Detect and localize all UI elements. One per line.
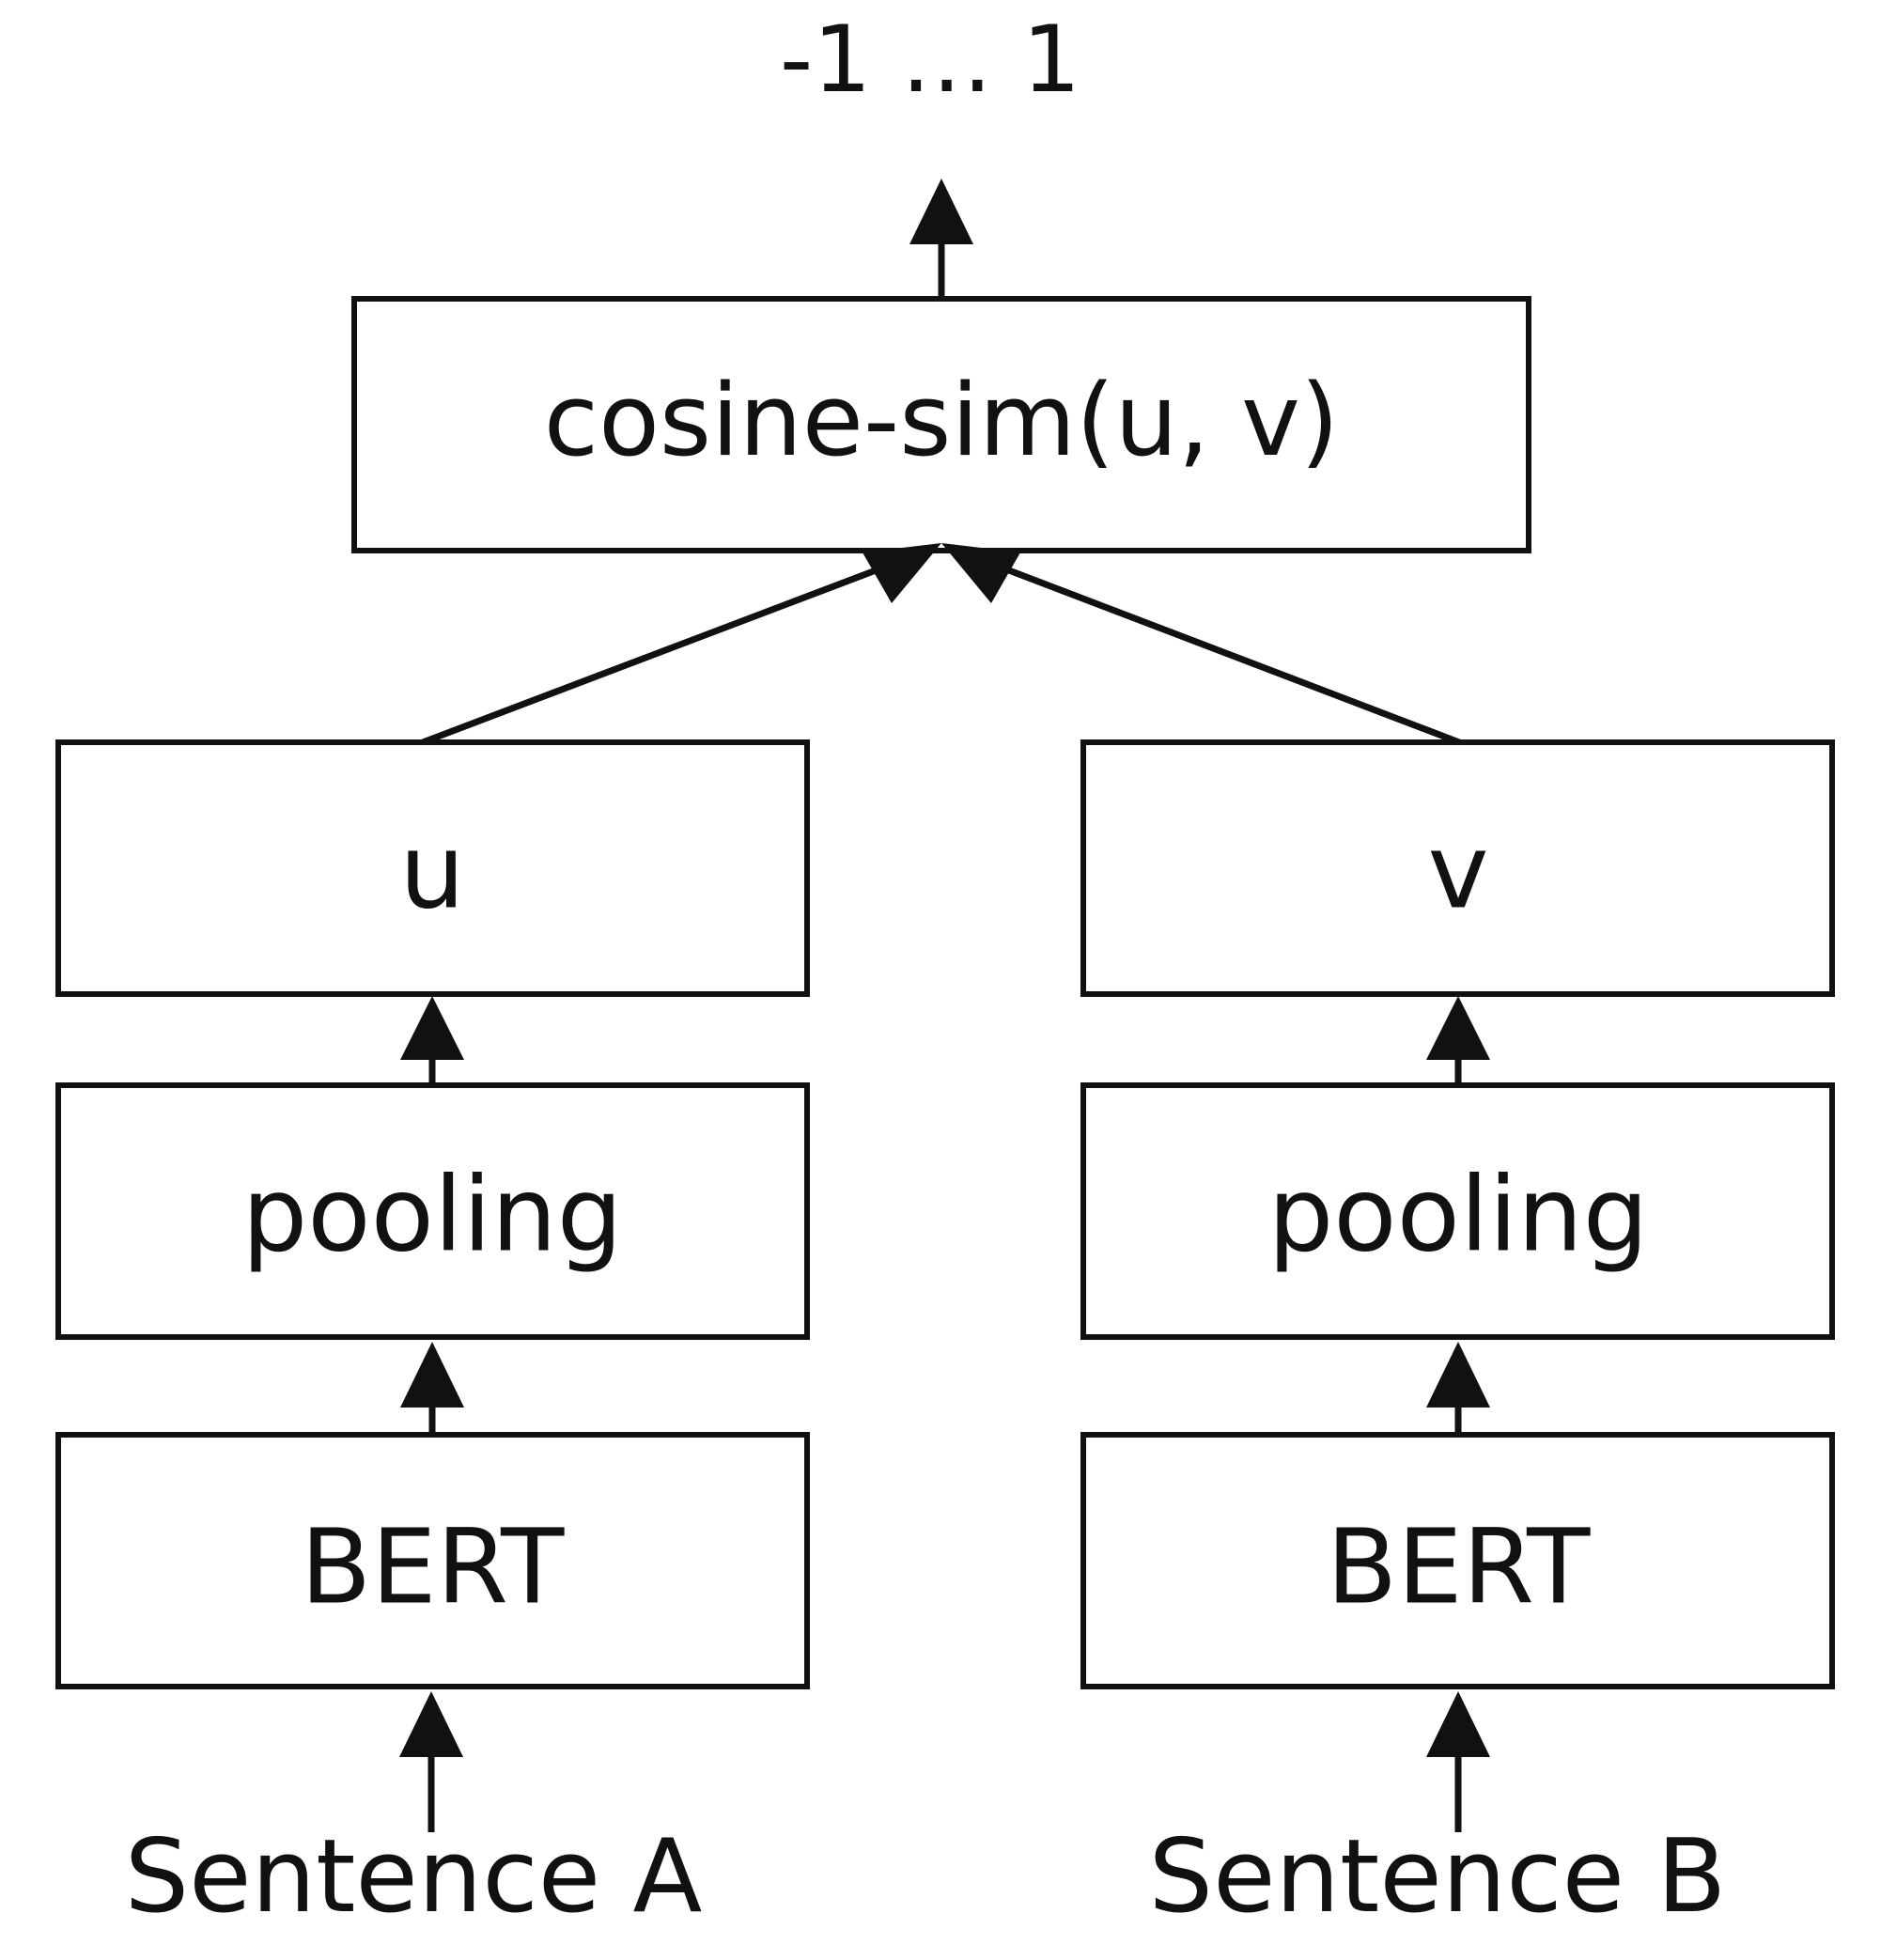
cosine-sim-label: cosine-sim(u, v) [544, 363, 1339, 478]
left-pooling-to-u-arrow-head [400, 996, 464, 1060]
right-pooling-to-v-arrow-head [1426, 996, 1490, 1060]
v-to-cosine-arrow-head [941, 543, 1020, 603]
left-bert-label: BERT [301, 1506, 565, 1626]
u-to-cosine-arrow-head [863, 543, 941, 603]
left-pooling-label: pooling [241, 1154, 622, 1274]
left-pooling-box [55, 1082, 810, 1340]
right-bert-to-pooling-arrow-head [1426, 1342, 1490, 1408]
right-bert-label: BERT [1327, 1506, 1591, 1626]
left-bert-box [55, 1432, 810, 1689]
cosine-sim-box [351, 296, 1531, 553]
u-to-cosine-edge [421, 564, 885, 746]
v-to-cosine-edge [1000, 564, 1461, 746]
output-range-label: -1 … 1 [780, 7, 1080, 114]
output-arrow-head [909, 179, 973, 244]
v-vector-box [1080, 739, 1835, 997]
sentence-a-label: Sentence A [125, 1818, 703, 1936]
sentence-b-to-bert-arrow-head [1426, 1691, 1490, 1757]
sentence-a-to-bert-arrow-head [399, 1691, 463, 1757]
u-vector-box [55, 739, 810, 997]
v-vector-label: v [1427, 811, 1488, 931]
u-vector-label: u [399, 811, 465, 931]
left-bert-to-pooling-arrow-head [400, 1342, 464, 1408]
right-pooling-label: pooling [1267, 1154, 1648, 1274]
right-bert-box [1080, 1432, 1835, 1689]
right-pooling-box [1080, 1082, 1835, 1340]
sentence-b-label: Sentence B [1149, 1818, 1727, 1936]
